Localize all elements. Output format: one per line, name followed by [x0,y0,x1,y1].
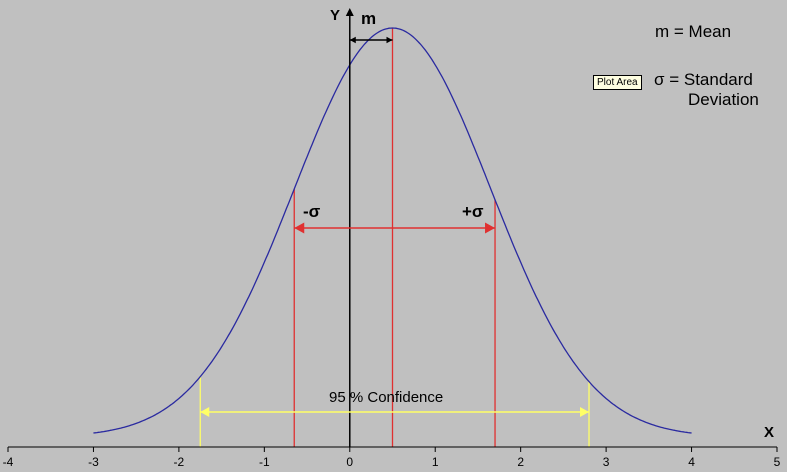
x-tick-label: -4 [3,455,14,469]
x-tick-label: 5 [774,455,781,469]
x-tick-label: 1 [432,455,439,469]
plus-sigma-label: +σ [462,202,484,221]
x-tick-label: 3 [603,455,610,469]
confidence-label: 95 % Confidence [329,389,443,406]
x-tick-label: -1 [259,455,270,469]
confidence-arrow-head-right [580,407,590,417]
distribution-curve [93,27,692,434]
mean-arrow-head-right [386,36,393,44]
sigma-arrow-head-left [294,222,305,234]
y-axis-arrowhead [345,8,354,16]
mean-arrow-head-left [349,36,356,44]
plot-area[interactable] [0,0,787,448]
minus-sigma-label: -σ [303,202,321,221]
legend-mean: m = Mean [655,22,731,41]
confidence-arrow-head-left [200,407,210,417]
arrows [200,8,590,417]
sigma-arrow-head-right [485,222,496,234]
plot-area-tooltip: Plot Area [593,75,642,90]
x-axis-ticks: -4 -3 -2 -1 0 1 2 3 4 5 [3,447,781,469]
y-axis-label: Y [330,7,340,24]
x-axis-label: X [764,424,774,441]
mean-label: m [361,9,376,28]
legend-sigma-line2: Deviation [688,90,759,109]
x-tick-label: -2 [174,455,185,469]
x-tick-label: 4 [688,455,695,469]
legend-sigma-line1: σ = Standard [654,70,753,89]
x-tick-label: -3 [88,455,99,469]
x-tick-label: 2 [517,455,524,469]
x-tick-label: 0 [346,455,353,469]
